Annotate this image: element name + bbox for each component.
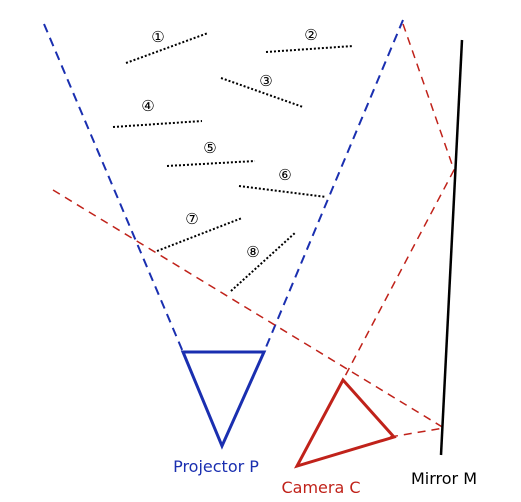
mirror-line [439,39,464,456]
segment-5-number: ⑤ [203,139,216,157]
segment-3 [220,77,304,108]
segment-5 [166,160,256,167]
projector-right-ray [263,19,404,353]
segment-6 [238,185,327,198]
segment-4 [112,120,203,128]
segment-8 [230,231,297,292]
camera-mirror-ray [389,427,445,438]
segment-6-number: ⑥ [278,166,291,184]
camera-direct-ray [52,189,445,429]
segment-1 [125,32,209,64]
camera-reflected-ray-lower [342,169,455,381]
mirror-label: Mirror M [411,469,477,488]
camera-triangle [293,377,397,469]
segment-2-number: ② [304,26,317,44]
projector-label: Projector P [173,457,259,476]
segment-7 [156,217,243,252]
segment-3-number: ③ [259,72,272,90]
segment-1-number: ① [151,28,164,46]
segment-2 [265,45,354,53]
segment-4-number: ④ [141,97,154,115]
projector-triangle [180,350,267,450]
segment-7-number: ⑦ [185,210,198,228]
segment-8-number: ⑧ [246,243,259,261]
projector-left-ray [43,23,184,353]
camera-reflected-ray-upper [402,23,455,171]
camera-label: Camera C [281,478,360,497]
